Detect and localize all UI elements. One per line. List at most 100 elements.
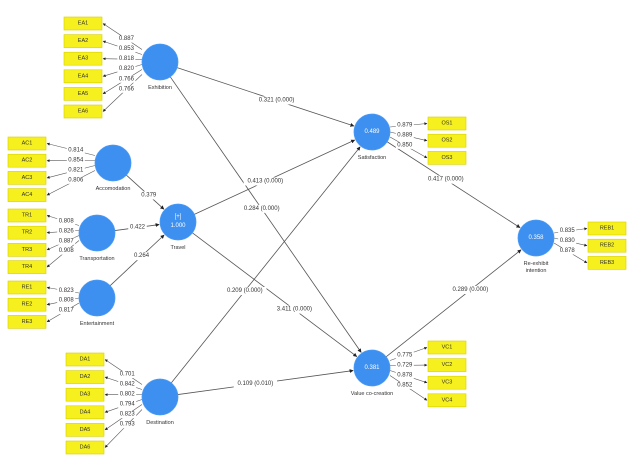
indicator-tr4[interactable]: TR4 — [7, 260, 47, 274]
indicator-ea4[interactable]: EA4 — [63, 69, 103, 84]
indicator-box[interactable] — [7, 225, 47, 240]
latent-r2-value: 0.489 — [364, 129, 380, 135]
indicator-name: VC4 — [442, 397, 453, 403]
indicator-box[interactable] — [7, 188, 47, 202]
indicator-box[interactable] — [7, 315, 47, 329]
indicator-box[interactable] — [427, 151, 467, 165]
latent-circle[interactable] — [353, 349, 391, 387]
indicator-box[interactable] — [63, 87, 103, 101]
indicator-da5[interactable]: DA5 — [65, 423, 105, 437]
indicator-box[interactable] — [65, 387, 105, 402]
latent-destination[interactable]: Destination — [141, 378, 179, 426]
indicator-box[interactable] — [587, 238, 627, 253]
latent-circle[interactable] — [78, 214, 116, 252]
indicator-box[interactable] — [7, 243, 47, 257]
latent-entertainment[interactable]: Entertainment — [78, 279, 116, 327]
indicator-box[interactable] — [63, 16, 103, 31]
loading-value: 0.766 — [119, 86, 135, 92]
latent-name: Value co-creation — [351, 391, 393, 397]
indicator-da2[interactable]: DA2 — [65, 370, 105, 384]
indicator-ea5[interactable]: EA5 — [63, 87, 103, 101]
latent-circle[interactable] — [353, 113, 391, 151]
indicator-box[interactable] — [63, 104, 103, 119]
indicator-box[interactable] — [65, 423, 105, 437]
indicator-re3[interactable]: RE3 — [7, 315, 47, 329]
indicator-box[interactable] — [7, 136, 47, 151]
indicator-tr3[interactable]: TR3 — [7, 243, 47, 257]
indicator-ea6[interactable]: EA6 — [63, 104, 103, 119]
indicator-reb2[interactable]: REB2 — [587, 238, 627, 253]
indicator-ac1[interactable]: AC1 — [7, 136, 47, 151]
indicator-box[interactable] — [427, 340, 467, 355]
path-label-bg — [243, 177, 287, 186]
path-label-bg — [132, 252, 151, 261]
indicator-box[interactable] — [63, 51, 103, 66]
indicator-ea2[interactable]: EA2 — [63, 34, 103, 48]
indicator-box[interactable] — [427, 358, 467, 372]
latent-circle[interactable] — [141, 43, 179, 81]
indicator-box[interactable] — [65, 370, 105, 384]
loading-label-bg — [558, 247, 577, 255]
indicator-box[interactable] — [7, 280, 47, 295]
indicator-ac3[interactable]: AC3 — [7, 171, 47, 185]
indicator-ac4[interactable]: AC4 — [7, 188, 47, 202]
latent-circle[interactable] — [517, 219, 555, 257]
indicator-vc1[interactable]: VC1 — [427, 340, 467, 355]
indicator-box[interactable] — [63, 34, 103, 48]
indicator-da6[interactable]: DA6 — [65, 440, 105, 455]
indicator-ea3[interactable]: EA3 — [63, 51, 103, 66]
indicator-os2[interactable]: OS2 — [427, 133, 467, 148]
loading-label-bg — [395, 351, 414, 359]
indicator-box[interactable] — [65, 440, 105, 455]
indicator-da4[interactable]: DA4 — [65, 405, 105, 420]
indicator-vc2[interactable]: VC2 — [427, 358, 467, 372]
latent-circle[interactable] — [141, 378, 179, 416]
indicator-box[interactable] — [587, 221, 627, 236]
indicator-os1[interactable]: OS1 — [427, 116, 467, 131]
indicator-re1[interactable]: RE1 — [7, 280, 47, 295]
indicator-tr2[interactable]: TR2 — [7, 225, 47, 240]
loading-label-bg — [395, 122, 414, 130]
indicator-box[interactable] — [7, 171, 47, 185]
latent-exhibition[interactable]: Exhibition — [141, 43, 179, 91]
latent-circle[interactable] — [78, 279, 116, 317]
loading-label-bg — [57, 247, 76, 255]
indicator-box[interactable] — [427, 393, 467, 408]
loading-label-bg — [395, 131, 414, 139]
indicator-box[interactable] — [7, 260, 47, 274]
indicator-box[interactable] — [7, 208, 47, 223]
loading-value: 0.889 — [397, 132, 413, 138]
indicator-tr1[interactable]: TR1 — [7, 208, 47, 223]
indicator-da3[interactable]: DA3 — [65, 387, 105, 402]
indicator-vc3[interactable]: VC3 — [427, 375, 467, 390]
indicator-re2[interactable]: RE2 — [7, 297, 47, 312]
indicator-ea1[interactable]: EA1 — [63, 16, 103, 31]
latent-circle[interactable] — [159, 203, 197, 241]
indicator-ac2[interactable]: AC2 — [7, 153, 47, 168]
indicator-box[interactable] — [65, 405, 105, 420]
loading-value: 0.887 — [119, 36, 135, 42]
indicator-name: OS1 — [441, 121, 452, 127]
indicator-box[interactable] — [587, 256, 627, 270]
loading-value: 0.908 — [59, 248, 75, 254]
indicator-box[interactable] — [7, 153, 47, 168]
indicator-box[interactable] — [427, 116, 467, 131]
indicator-box[interactable] — [65, 352, 105, 367]
indicator-box[interactable] — [427, 133, 467, 148]
indicator-reb1[interactable]: REB1 — [587, 221, 627, 236]
indicator-box[interactable] — [427, 375, 467, 390]
latent-circle[interactable] — [94, 144, 132, 182]
indicator-da1[interactable]: DA1 — [65, 352, 105, 367]
latent-accomodation[interactable]: Accomodation — [94, 144, 132, 192]
indicator-box[interactable] — [7, 297, 47, 312]
latent-name: Satisfaction — [358, 155, 386, 161]
latent-transportation[interactable]: Transportation — [78, 214, 116, 262]
indicator-reb3[interactable]: REB3 — [587, 256, 627, 270]
indicator-box[interactable] — [63, 69, 103, 84]
indicator-os3[interactable]: OS3 — [427, 151, 467, 165]
indicator-vc4[interactable]: VC4 — [427, 393, 467, 408]
